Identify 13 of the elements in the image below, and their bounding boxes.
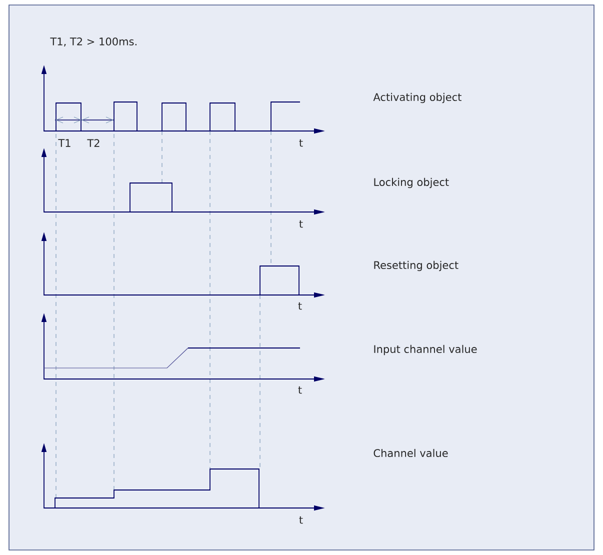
label: t [299,220,303,228]
label: Locking object [374,178,449,188]
label: T1, T2 > 100ms. [50,38,136,46]
label: t [299,516,303,524]
label: Resetting object [374,260,458,272]
label: Channel value [374,448,448,458]
label: T1 [58,139,70,147]
label: t [299,139,303,147]
label: t [298,302,302,310]
label: Activating object [373,92,462,104]
label: t [298,386,302,394]
label: T2 [87,139,100,147]
label: Input channel value [374,344,477,356]
